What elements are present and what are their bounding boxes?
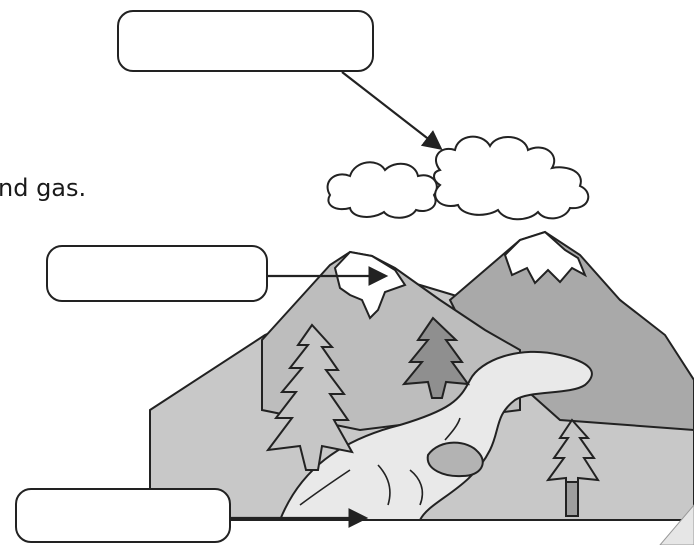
label-box-middle[interactable] [46, 245, 268, 302]
label-box-bottom[interactable] [15, 488, 231, 543]
arrow-top [342, 72, 440, 148]
partial-instruction-text: nd gas. [0, 176, 86, 200]
cloud-left [328, 162, 437, 217]
label-box-top[interactable] [117, 10, 374, 72]
rock [428, 443, 483, 476]
cloud-right [434, 137, 588, 220]
